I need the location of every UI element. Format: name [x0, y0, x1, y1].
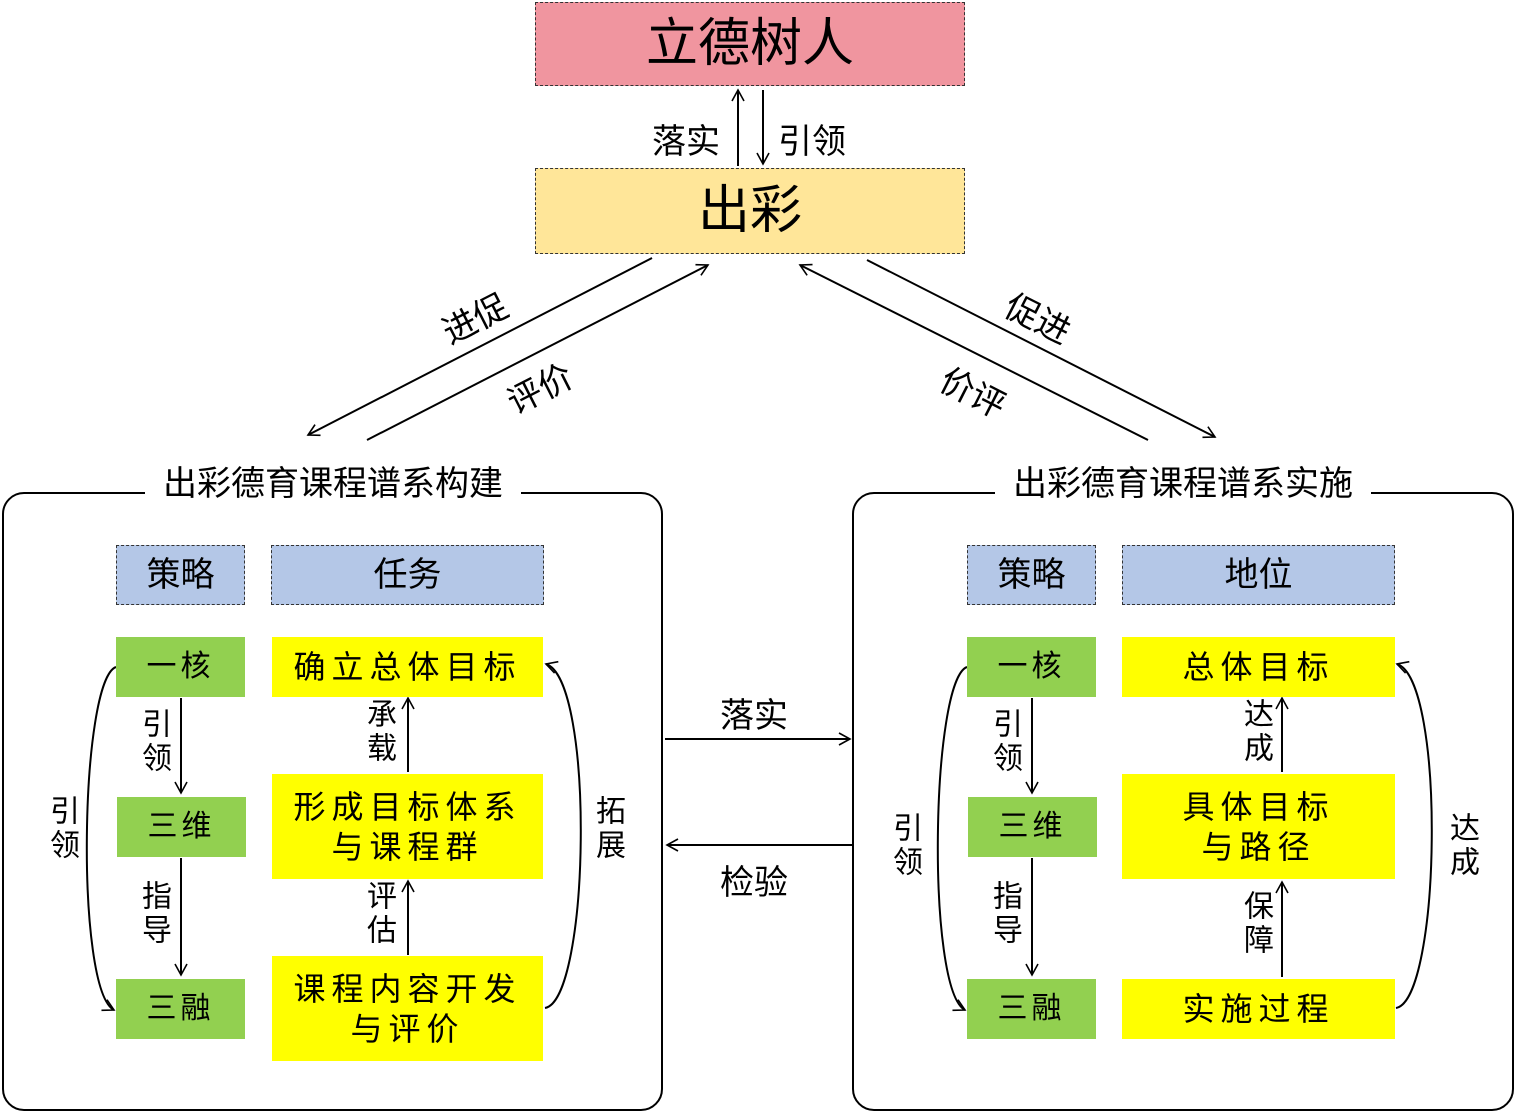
right-header-status: 地位: [1122, 545, 1395, 605]
core-box: 出彩: [535, 168, 965, 254]
right-label-y2: 保障: [1238, 890, 1273, 958]
arrow-diag-right-down: [866, 259, 1217, 439]
right-label-g1: 引领: [987, 708, 1022, 776]
label-middle-right: 落实: [720, 696, 788, 736]
right-yellow-1: 总体目标: [1122, 637, 1395, 697]
left-header-task: 任务: [271, 545, 544, 605]
right-green-2: 三维: [968, 797, 1097, 857]
arrow-diag-left-down: [306, 257, 653, 437]
left-green-1: 一核: [116, 637, 245, 697]
left-label-g2: 指导: [136, 880, 171, 948]
right-panel-title: 出彩德育课程谱系实施: [995, 456, 1371, 505]
left-yellow-3: 课程内容开发 与评价: [272, 956, 543, 1061]
left-green-2: 三维: [117, 797, 246, 857]
arrow-diag-left-up: [366, 263, 710, 441]
right-label-curve-left: 引领: [887, 812, 922, 880]
right-header-strategy: 策略: [967, 545, 1096, 605]
arrow-diag-right-up: [798, 263, 1149, 441]
goal-box: 立德树人: [535, 2, 965, 86]
left-label-y2: 评估: [361, 880, 396, 948]
label-down: 引领: [778, 122, 846, 162]
left-panel-title: 出彩德育课程谱系构建: [145, 456, 521, 505]
left-label-curve-right: 拓展: [590, 795, 625, 863]
left-label-g1: 引领: [136, 708, 171, 776]
left-header-strategy: 策略: [116, 545, 245, 605]
right-label-g2: 指导: [987, 880, 1022, 948]
curve-r-left: [936, 666, 968, 1012]
curve-r-right: [1395, 660, 1433, 1009]
left-green-3: 三融: [116, 979, 245, 1039]
right-yellow-3: 实施过程: [1122, 979, 1395, 1039]
right-yellow-2: 具体目标 与路径: [1122, 774, 1395, 879]
right-green-1: 一核: [967, 637, 1096, 697]
left-yellow-1: 确立总体目标: [272, 637, 543, 697]
right-green-3: 三融: [967, 979, 1096, 1039]
left-label-y1: 承载: [361, 698, 396, 766]
label-up: 落实: [652, 122, 720, 162]
left-yellow-2: 形成目标体系 与课程群: [272, 774, 543, 879]
right-label-curve-right: 达成: [1444, 812, 1479, 880]
curve-l-right: [544, 660, 582, 1009]
curve-l-left: [85, 666, 117, 1012]
right-label-y1: 达成: [1238, 698, 1273, 766]
label-middle-left: 检验: [720, 863, 788, 903]
left-label-curve-left: 引领: [44, 795, 79, 863]
